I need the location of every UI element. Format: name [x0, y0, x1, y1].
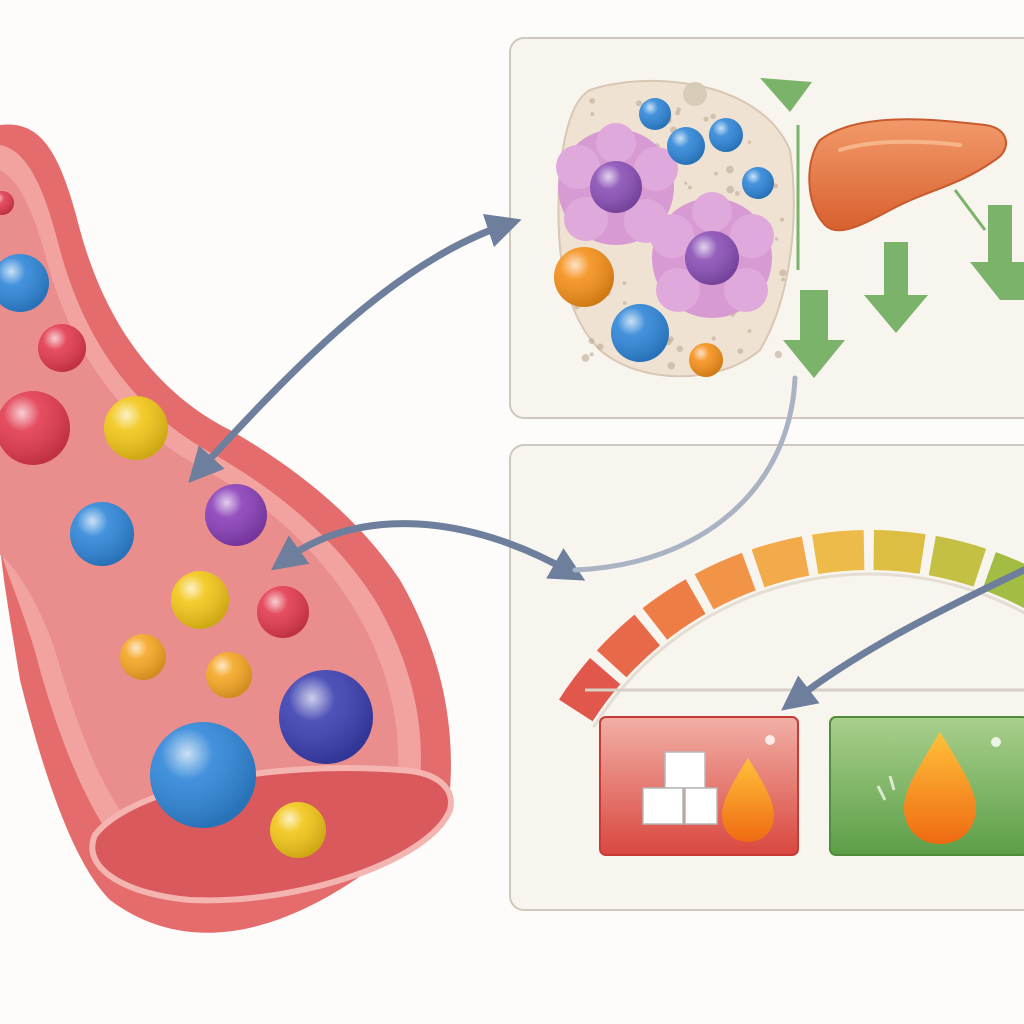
tissue-speckle [734, 191, 740, 196]
blood-particle [120, 634, 166, 680]
gauge-segment [642, 579, 706, 640]
fat-droplet-icon [904, 732, 976, 844]
gauge [558, 530, 1024, 729]
blood-particle [0, 391, 70, 465]
tissue-speckle [588, 338, 595, 345]
arrow-gauge-to-cards [781, 566, 1024, 711]
tissue-speckle [781, 277, 785, 282]
tissue-speckle [747, 329, 752, 333]
blood-particle [206, 652, 252, 698]
gauge-segment [928, 535, 987, 587]
sparkle-icon [765, 735, 775, 745]
tissue-speckle [772, 183, 779, 189]
blood-particles [0, 191, 373, 858]
tissue-speckle [711, 336, 716, 341]
tissue-speckle [779, 217, 785, 222]
tissue-speckle [622, 301, 627, 305]
gauge-segment [812, 530, 865, 575]
green-connector-line [953, 189, 987, 231]
blood-vessel [0, 124, 454, 933]
tissue-speckle [714, 171, 719, 176]
sparkle-icon [876, 775, 896, 801]
tissue-speckle [737, 348, 744, 355]
tissue-speckle [684, 181, 688, 185]
blood-particle [171, 571, 229, 629]
blood-particle [205, 484, 267, 546]
tissue-speckle [635, 100, 642, 107]
tissue-speckle [774, 350, 783, 359]
blood-particle [70, 502, 134, 566]
blood-particle [104, 396, 168, 460]
down-arrow-icon [864, 242, 928, 333]
liver-icon [808, 118, 1008, 232]
sugar-cubes-icon [642, 751, 718, 825]
gauge-segment [751, 536, 810, 588]
tissue-speckle [725, 165, 734, 174]
tissue-speckle [676, 345, 683, 352]
tissue-speckle [703, 116, 709, 122]
gauge-inner-arc [592, 572, 1024, 729]
tissue-speckle [774, 237, 779, 241]
fat-cell-icon [650, 192, 774, 318]
gauge-group [558, 530, 1024, 856]
gauge-segment [596, 614, 660, 678]
curved-arrow-tissue-gauge [572, 375, 798, 573]
tissue-speckle [726, 185, 734, 194]
green-pointer-icon [760, 78, 812, 112]
blood-particle [279, 670, 373, 764]
green-card [829, 716, 1024, 856]
tissue-speckle [581, 354, 590, 362]
gauge-segment [873, 530, 926, 574]
blood-particle [38, 324, 86, 372]
tissue-speckle [667, 362, 675, 370]
tissue-speckle [622, 281, 627, 286]
double-arrow-vessel-gauge [270, 520, 586, 581]
fat-droplet-icon [722, 758, 774, 842]
blood-particle [150, 722, 256, 828]
tissue-speckle [687, 185, 692, 190]
connecting-arrows [188, 213, 1024, 711]
tissue-particles [554, 82, 774, 377]
tissue-speckle [710, 113, 716, 120]
blood-particle [0, 191, 14, 215]
red-card [599, 716, 799, 856]
tissue-speckle [589, 98, 596, 104]
sparkle-icon [991, 737, 1001, 747]
blood-particle [270, 802, 326, 858]
tissue-speckle [747, 140, 752, 144]
down-arrow-icon [970, 205, 1024, 300]
tissue-speckle [597, 343, 604, 350]
tissue-group [554, 78, 1024, 378]
tissue-speckle [590, 112, 595, 117]
gauge-segment [694, 552, 756, 610]
blood-particle [257, 586, 309, 638]
tissue-speckle [675, 110, 680, 116]
blood-particle [0, 254, 49, 312]
down-arrow-icon [783, 290, 845, 378]
tissue-speckle [589, 352, 594, 357]
double-arrow-vessel-tissue [188, 213, 522, 483]
tissue-speckle [779, 269, 787, 277]
